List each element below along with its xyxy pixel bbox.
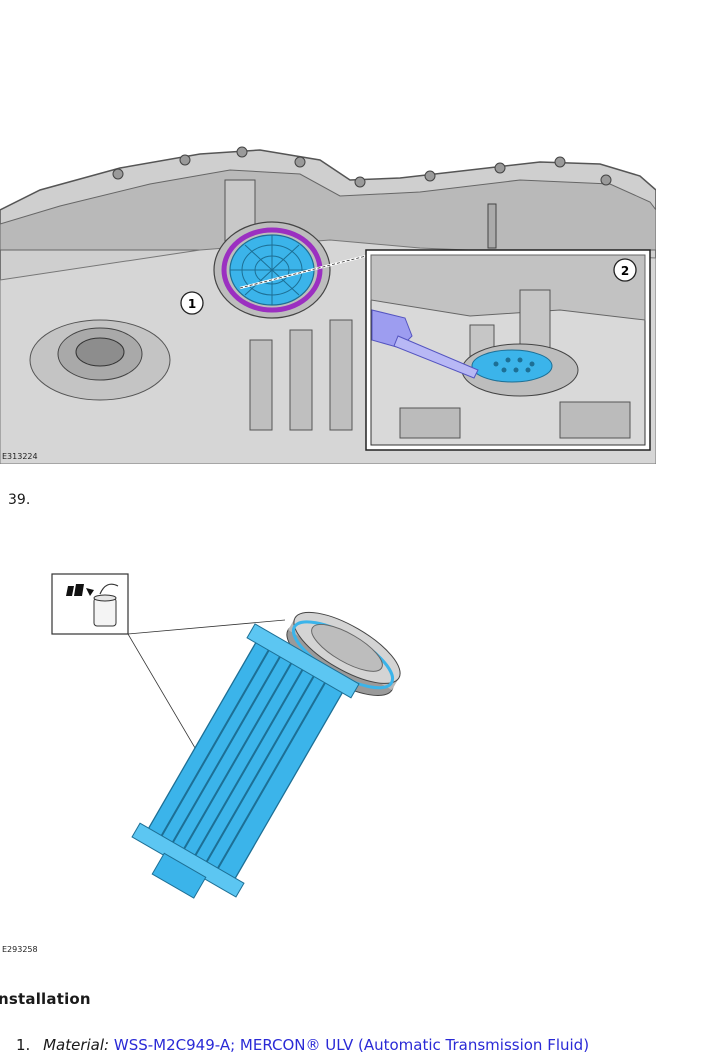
figure-1-code: E313224	[2, 452, 38, 461]
inset-detail: 2	[365, 249, 651, 451]
installation-heading: nstallation	[0, 990, 91, 1008]
material-label: Material:	[43, 1036, 114, 1054]
material-link[interactable]: WSS-M2C949-A; MERCON® ULV (Automatic Tra…	[113, 1036, 590, 1054]
recycle-bin-icon	[51, 573, 129, 635]
step-number-39: 39.	[8, 492, 31, 508]
installation-step-1: 1. Material: WSS-M2C949-A; MERCON® ULV (…	[16, 1036, 589, 1054]
callout-1-label: 1	[188, 297, 196, 311]
figure-2-code: E293258	[2, 945, 38, 954]
step-1-number: 1.	[16, 1036, 31, 1054]
callout-2-label: 2	[621, 264, 629, 278]
callout-1-marker	[180, 291, 204, 315]
transmission-case-illustration: 1 2	[0, 146, 656, 464]
filter-element-illustration	[51, 573, 401, 899]
